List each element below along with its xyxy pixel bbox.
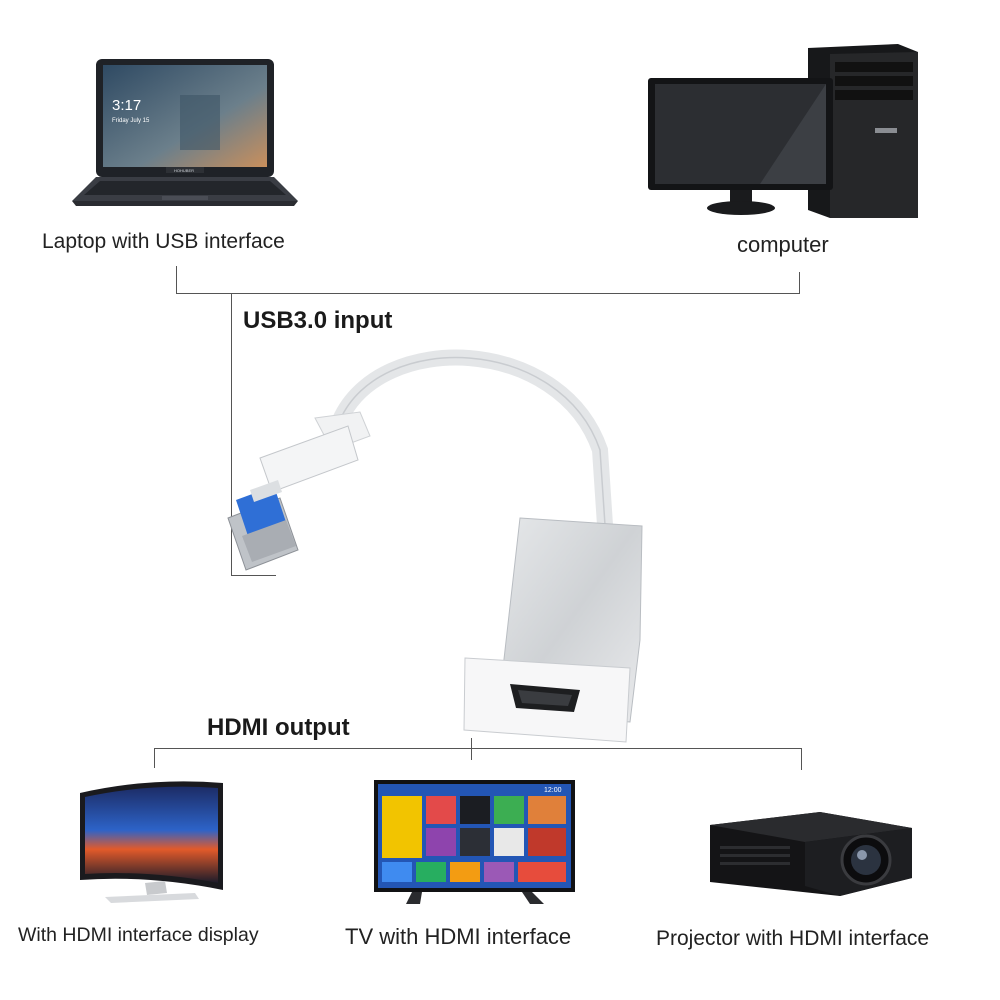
- input-connector-vertical: [231, 293, 232, 576]
- output-connector-vertical: [471, 738, 472, 760]
- tv-image: 12:00: [374, 780, 575, 904]
- output-bracket-left-tick: [154, 748, 155, 768]
- usb-hdmi-adapter-image: [227, 349, 643, 743]
- usb-input-heading: USB3.0 input: [243, 307, 393, 334]
- laptop-label: Laptop with USB interface: [42, 230, 285, 253]
- tv-label: TV with HDMI interface: [345, 924, 572, 949]
- display-label: With HDMI interface display: [18, 924, 259, 946]
- tv-clock: 12:00: [544, 787, 562, 794]
- input-bracket-left-tick: [176, 266, 177, 293]
- input-connector-horizontal: [231, 575, 276, 576]
- input-bracket-horizontal: [176, 293, 800, 294]
- laptop-brand: HOHUBER: [174, 168, 194, 173]
- computer-label: computer: [737, 232, 829, 257]
- input-bracket-right-tick: [799, 272, 800, 293]
- laptop-screen-time: 3:17: [112, 97, 141, 114]
- projector-image: [710, 812, 912, 896]
- computer-image: [648, 44, 918, 218]
- laptop-image: 3:17 Friday July 15 HOHUBER: [72, 59, 298, 206]
- projector-label: Projector with HDMI interface: [656, 927, 930, 950]
- output-bracket-horizontal: [154, 748, 802, 749]
- output-bracket-right-tick: [801, 748, 802, 770]
- hdmi-output-heading: HDMI output: [207, 714, 350, 741]
- curved-display-image: [80, 781, 223, 903]
- laptop-screen-date: Friday July 15: [112, 118, 150, 124]
